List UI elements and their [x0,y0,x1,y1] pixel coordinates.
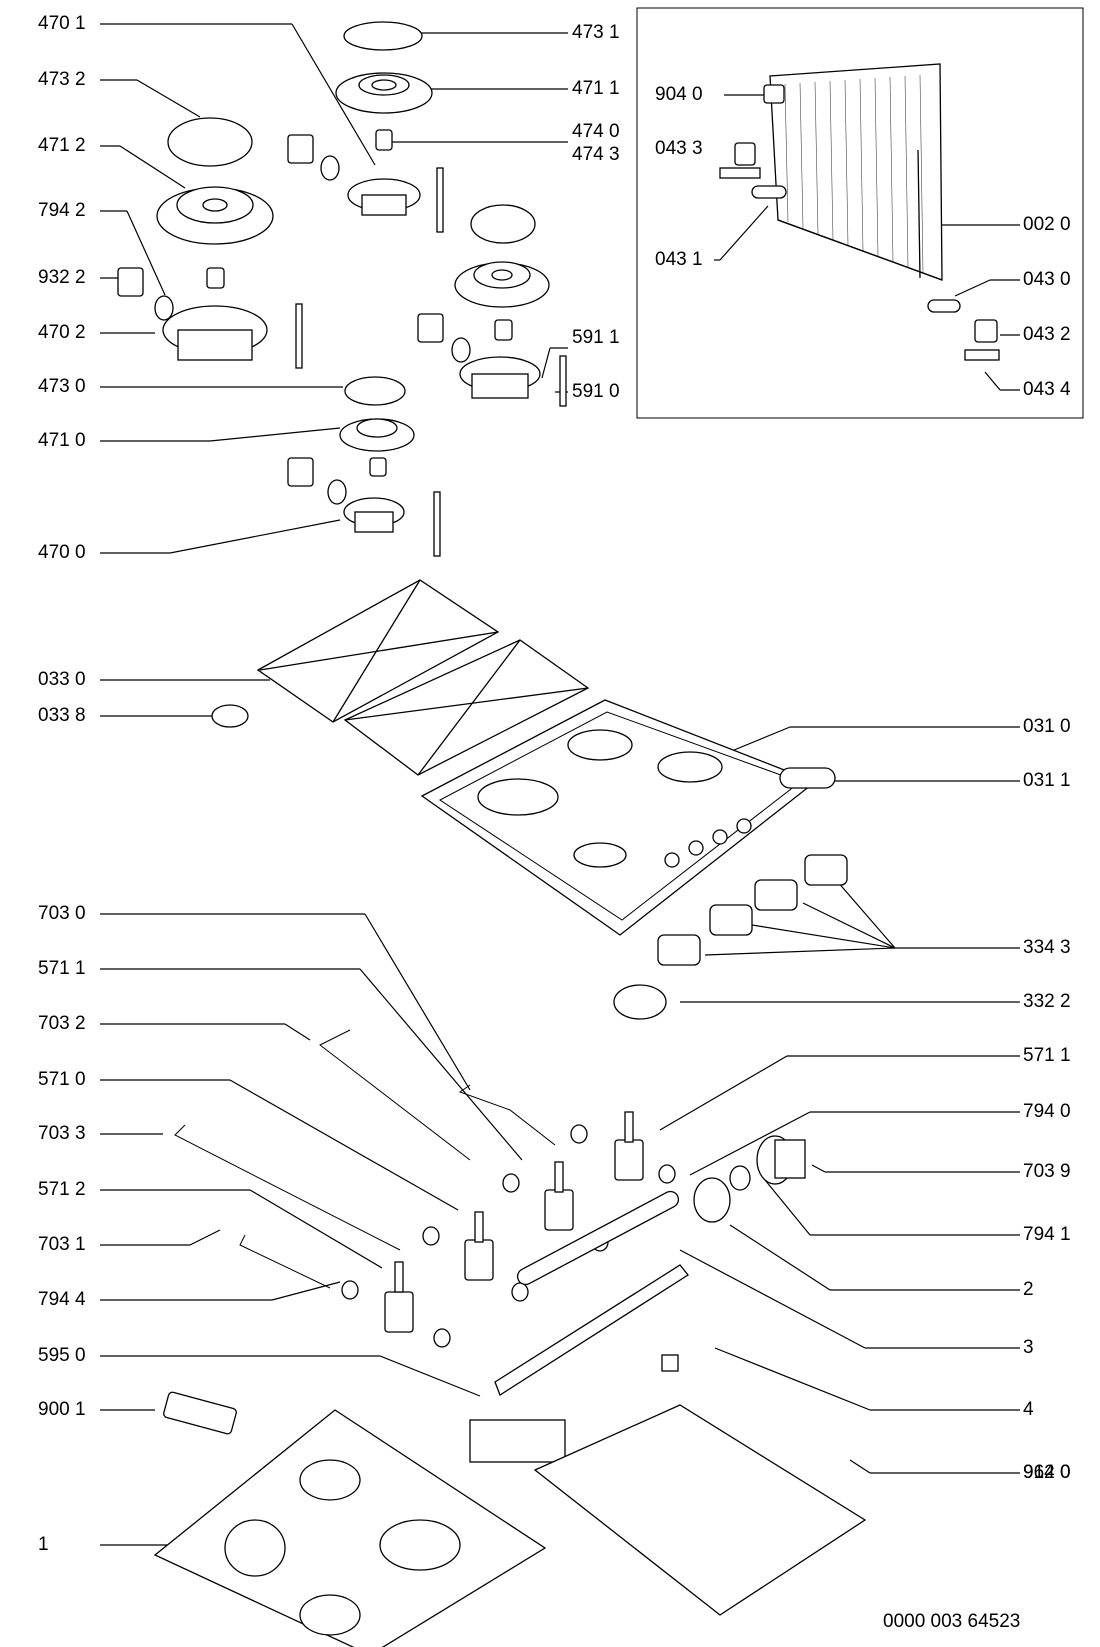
labels-inset-6: 043 4 [1023,379,1071,400]
pan-supports [256,579,590,776]
labels-right-10: 4 [1023,1399,1034,1420]
labels-left-5: 470 2 [38,322,86,343]
labels-left-2: 471 2 [38,135,86,156]
labels-left-14: 571 0 [38,1069,86,1090]
bracket [163,1391,237,1435]
gaskets [154,155,471,505]
elbow-connector [756,1135,806,1185]
labels-left-6: 473 0 [38,376,86,397]
labels-left-21: 1 [38,1534,49,1555]
labels-mid-5: 591 0 [572,381,620,402]
gas-taps [384,1111,644,1333]
labels-right-5: 794 0 [1023,1101,1071,1122]
clips [117,134,444,487]
labels-mid-1: 471 1 [572,78,620,99]
leader-lines [100,23,523,1546]
inset-frame [636,7,1084,419]
labels-left-9: 033 0 [38,669,86,690]
labels-right-8: 2 [1023,1279,1034,1300]
labels-right-12: 964 0 [1023,1462,1071,1483]
burner-caps [167,21,536,406]
labels-left-8: 470 0 [38,542,86,563]
labels-left-15: 703 3 [38,1123,86,1144]
labels-right-0: 031 0 [1023,716,1071,737]
labels-mid-2: 474 0 [572,121,620,142]
labels-inset-3: 002 0 [1023,214,1071,235]
labels-right-7: 794 1 [1023,1224,1071,1245]
gas-pipes [174,1029,556,1289]
labels-right-11: 912 0 [1023,1462,1071,1483]
labels-right-9: 3 [1023,1337,1034,1358]
labels-right-4: 571 1 [1023,1045,1071,1066]
labels-left-4: 932 2 [38,267,86,288]
labels-inset-5: 043 2 [1023,324,1071,345]
labels-left-11: 703 0 [38,903,86,924]
ignition-module [469,1419,566,1463]
base-pan [153,1409,547,1647]
labels-left-17: 703 1 [38,1234,86,1255]
labels-left-7: 471 0 [38,430,86,451]
labels-left-12: 571 1 [38,958,86,979]
control-knobs [657,854,848,966]
labels-left-13: 703 2 [38,1013,86,1034]
labels-mid-0: 473 1 [572,22,620,43]
footer-code: 0000 003 64523 [883,1611,1021,1632]
ignition-rail [494,1264,689,1396]
labels-left-19: 595 0 [38,1345,86,1366]
labels-mid-4: 591 1 [572,327,620,348]
labels-right-3: 332 2 [1023,991,1071,1012]
labels-inset-4: 043 0 [1023,269,1071,290]
labels-left-20: 900 1 [38,1399,86,1420]
burner-heads [156,72,550,452]
labels-left-16: 571 2 [38,1179,86,1200]
labels-inset-2: 043 1 [655,249,703,270]
trim-plate [779,767,836,789]
rubber-foot [211,704,249,728]
labels-left-3: 794 2 [38,200,86,221]
burner-bases [162,178,541,533]
labels-right-1: 031 1 [1023,770,1071,791]
nut [693,1177,731,1223]
labels-left-1: 473 2 [38,69,86,90]
thermocouples [295,167,567,557]
labels-inset-0: 904 0 [655,84,703,105]
labels-inset-1: 043 3 [655,138,703,159]
labels-left-18: 794 4 [38,1289,86,1310]
labels-right-6: 703 9 [1023,1161,1071,1182]
manifold [516,1190,680,1286]
glass-lid [769,63,943,281]
injectors [206,129,513,477]
ignition-button [613,984,667,1020]
labels-mid-3: 474 3 [572,144,620,165]
seal-gasket [533,1404,867,1616]
labels-left-0: 470 1 [38,13,86,34]
labels-right-2: 334 3 [1023,937,1071,958]
labels-left-10: 033 8 [38,705,86,726]
screw [661,1354,679,1372]
